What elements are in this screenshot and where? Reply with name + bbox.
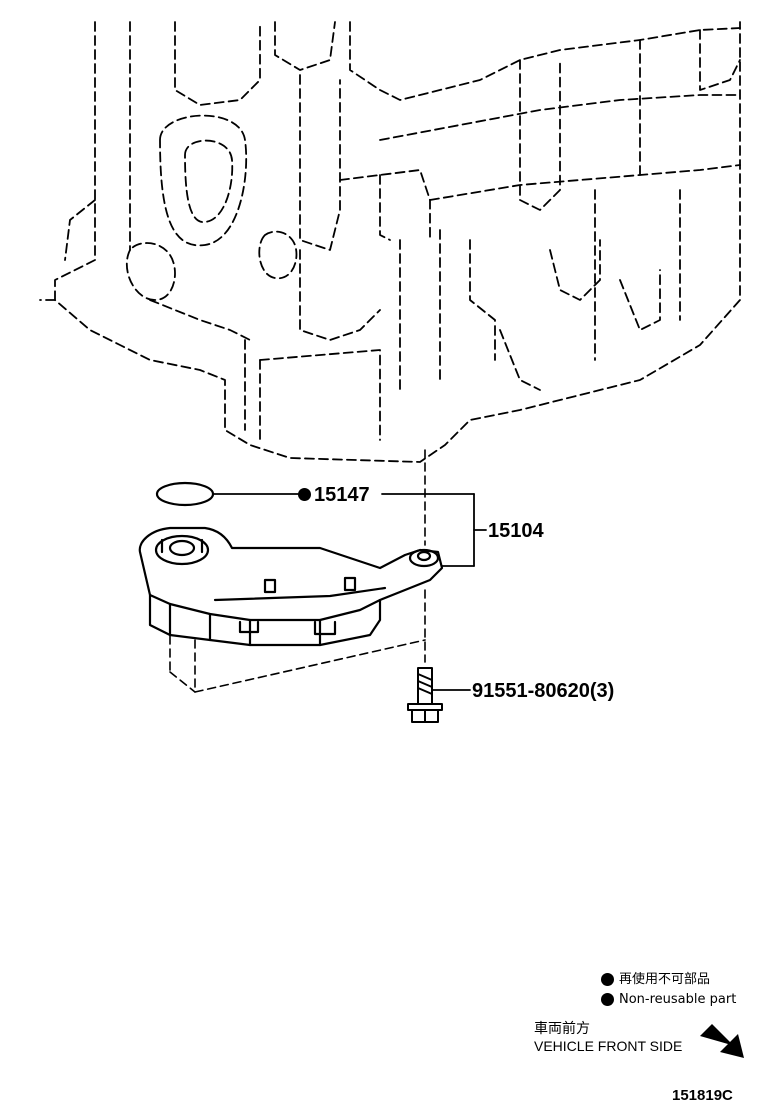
legend-non-reusable-jp: 再使用不可部品 (619, 972, 711, 987)
legend-marker-jp (601, 973, 614, 986)
figure-reference: 151819C (672, 1087, 733, 1104)
oil-strainer-assembly (138, 526, 444, 647)
callout-15104[interactable]: 15104 (488, 520, 544, 542)
callout-15147[interactable]: 15147 (314, 484, 370, 506)
leader-15104 (381, 493, 487, 567)
engine-block-phantom (39, 21, 741, 463)
vehicle-front-label-jp: 車両前方 (534, 1020, 590, 1036)
vehicle-front-label-en: VEHICLE FRONT SIDE (534, 1038, 683, 1054)
legend-marker-en (601, 993, 614, 1006)
callout-bolt[interactable]: 91551-80620(3) (472, 680, 615, 702)
strainer-phantom-box (169, 609, 426, 693)
arrow-down-right-icon (700, 1024, 744, 1058)
legend-non-reusable-en: Non-reusable part (619, 992, 737, 1007)
flange-bolt (407, 667, 443, 723)
non-reusable-marker-15147 (298, 488, 311, 501)
oring-gasket (155, 481, 215, 507)
